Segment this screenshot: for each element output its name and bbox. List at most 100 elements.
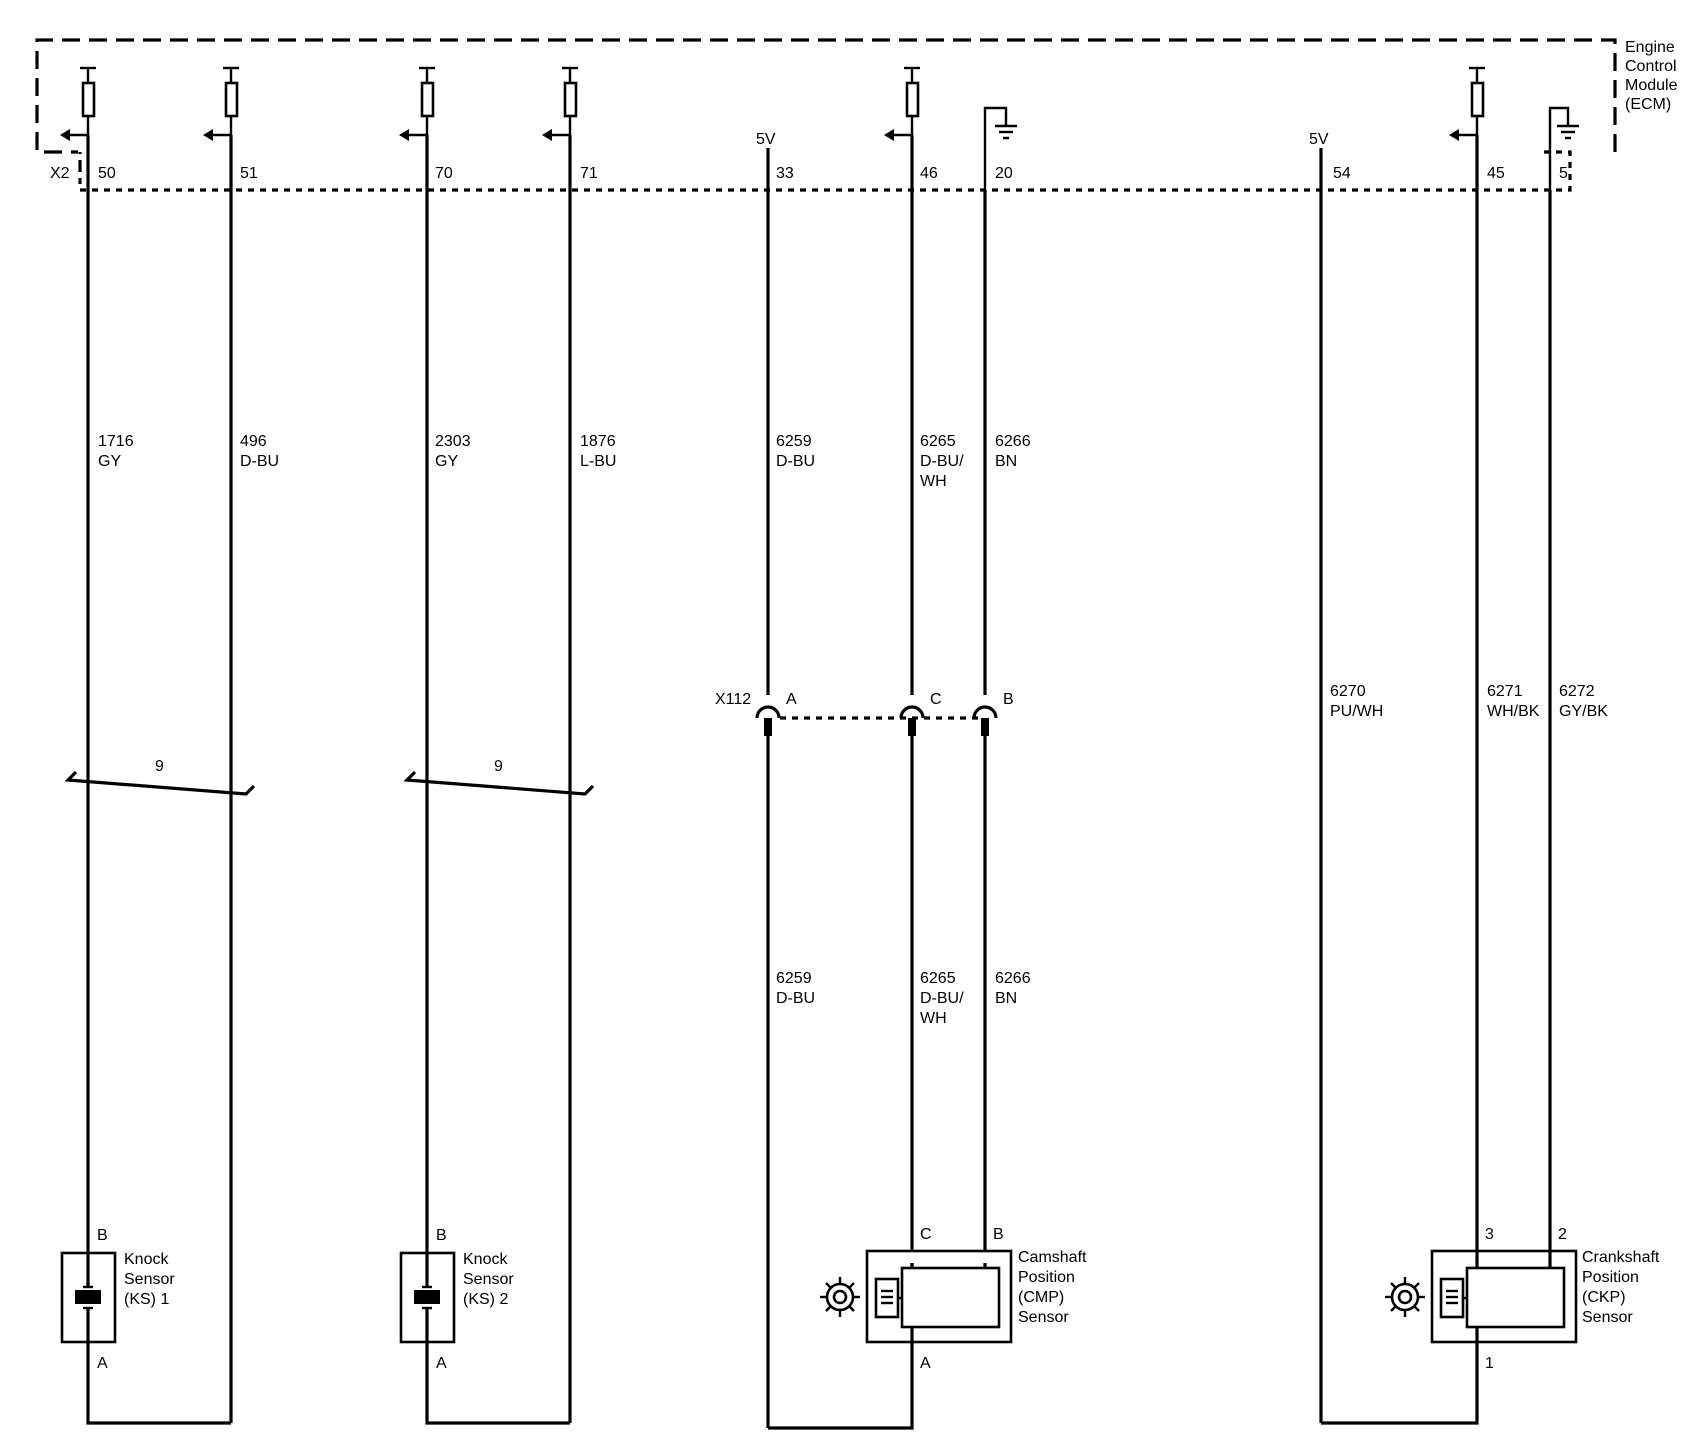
wire-color: WH — [920, 1010, 947, 1027]
knock-sensor-2: B A Knock Sensor (KS) 2 — [399, 1227, 514, 1372]
pin-label: 71 — [580, 165, 598, 182]
wires — [86, 135, 1552, 1430]
piezo-element-icon — [75, 1290, 101, 1304]
wire-circuit: 6266 — [995, 970, 1031, 987]
sensor-pin: A — [920, 1355, 931, 1372]
knock-sensor-1: B A Knock Sensor (KS) 1 — [60, 1227, 175, 1372]
resistor-icon — [884, 66, 920, 141]
ecm-label-line-4: (ECM) — [1625, 96, 1671, 113]
pin-label: 46 — [920, 165, 938, 182]
ecm-pin-labels: 50 51 70 71 33 46 20 54 45 5 — [98, 165, 1568, 182]
hall-element-icon — [1446, 1289, 1458, 1305]
sensor-label: Knock — [463, 1251, 508, 1268]
ground-icon — [1548, 106, 1579, 190]
ks1-return-loop — [86, 1342, 231, 1425]
pin-label: 20 — [995, 165, 1013, 182]
wire-circuit: 6272 — [1559, 683, 1595, 700]
pin-label: 5 — [1559, 165, 1568, 182]
wire-labels-upper: 1716 GY 496 D-BU 2303 GY 1876 L-BU 6259 … — [98, 433, 1608, 720]
cmp-return-loop — [768, 1342, 914, 1430]
ground-icon — [983, 106, 1017, 190]
sensor-label: Position — [1582, 1269, 1639, 1286]
wire-circuit: 6265 — [920, 433, 956, 450]
twisted-pair-ks2: 9 — [403, 758, 595, 796]
wire-circuit: 6259 — [776, 970, 812, 987]
supply-label-5v: 5V — [756, 131, 776, 148]
sensor-label: Crankshaft — [1582, 1249, 1660, 1266]
resistor-icon — [542, 66, 578, 141]
wire-labels-lower: 6259 D-BU 6265 D-BU/ WH 6266 BN — [776, 970, 1031, 1027]
sensor-label: Sensor — [124, 1271, 175, 1288]
sensor-pin: A — [436, 1355, 447, 1372]
wire-circuit: 6266 — [995, 433, 1031, 450]
gear-icon — [820, 1277, 860, 1317]
terminal-label: B — [1003, 691, 1014, 708]
wire-circuit: 6271 — [1487, 683, 1523, 700]
resistor-icon — [203, 66, 239, 141]
resistor-icon — [1449, 66, 1485, 141]
sensor-label: (CKP) — [1582, 1289, 1626, 1306]
ecm-label-line-2: Control — [1625, 58, 1677, 75]
resistor-icon — [399, 66, 435, 141]
pin-label: 51 — [240, 165, 258, 182]
wire-color: GY/BK — [1559, 703, 1608, 720]
wire-color: WH — [920, 473, 947, 490]
pin-label: 54 — [1333, 165, 1351, 182]
pin-label: 50 — [98, 165, 116, 182]
camshaft-position-sensor: C B A Camshaft Position (CMP) Sensor — [820, 1226, 1087, 1372]
ecm-boundary — [35, 38, 1617, 154]
terminal-label: A — [786, 691, 797, 708]
wire-color: PU/WH — [1330, 703, 1383, 720]
wire-color: D-BU/ — [920, 453, 964, 470]
wire-circuit: 1876 — [580, 433, 616, 450]
sensor-pin: A — [97, 1355, 108, 1372]
wire-color: GY — [98, 453, 121, 470]
gear-icon — [1385, 1277, 1425, 1317]
wire-circuit: 1716 — [98, 433, 134, 450]
sensor-label: Sensor — [1582, 1309, 1633, 1326]
resistor-icon — [60, 66, 96, 141]
sensor-label: (CMP) — [1018, 1289, 1064, 1306]
ecm-grounds — [983, 106, 1579, 190]
connector-name: X112 — [715, 691, 751, 708]
sensor-label: Sensor — [1018, 1309, 1069, 1326]
wire-circuit: 6259 — [776, 433, 812, 450]
wire-circuit: 6270 — [1330, 683, 1366, 700]
sensor-label: (KS) 1 — [124, 1291, 169, 1308]
sensor-label: Position — [1018, 1269, 1075, 1286]
sensor-label: Knock — [124, 1251, 169, 1268]
wire-circuit: 496 — [240, 433, 267, 450]
hall-element-icon — [881, 1289, 893, 1305]
sensor-pin: 1 — [1485, 1355, 1494, 1372]
pin-label: 33 — [776, 165, 794, 182]
ecm-connector-label: X2 — [50, 165, 70, 182]
supply-label-5v: 5V — [1309, 131, 1329, 148]
pin-label: 70 — [435, 165, 453, 182]
ecm-label-line-3: Module — [1625, 77, 1678, 94]
ecm-label-line-1: Engine — [1625, 39, 1675, 56]
sensor-pin: 3 — [1485, 1226, 1494, 1243]
wire-color: D-BU — [776, 990, 815, 1007]
ckp-return-loop — [1321, 1342, 1479, 1425]
sensor-pin: B — [436, 1227, 447, 1244]
wire-color: BN — [995, 453, 1017, 470]
wire-color: D-BU — [240, 453, 279, 470]
sensor-label: Sensor — [463, 1271, 514, 1288]
sensor-pin: 2 — [1558, 1226, 1567, 1243]
wire-color: GY — [435, 453, 458, 470]
crankshaft-position-sensor: 3 2 1 Crankshaft Position (CKP) Sensor — [1385, 1226, 1660, 1372]
ks2-return-loop — [425, 1342, 570, 1425]
terminal-label: C — [930, 691, 942, 708]
wire-circuit: 6265 — [920, 970, 956, 987]
wire-circuit: 2303 — [435, 433, 471, 450]
ecm-pullup-resistors — [60, 66, 1485, 141]
sensor-pin: B — [993, 1226, 1004, 1243]
ecm-module: Engine Control Module (ECM) X2 — [35, 38, 1678, 192]
piezo-element-icon — [414, 1290, 440, 1304]
wire-color: L-BU — [580, 453, 616, 470]
twist-count: 9 — [155, 758, 164, 775]
twisted-pair-ks1: 9 — [64, 758, 256, 796]
sensor-pin: C — [920, 1226, 932, 1243]
ecm-connector-x2 — [78, 150, 1572, 192]
